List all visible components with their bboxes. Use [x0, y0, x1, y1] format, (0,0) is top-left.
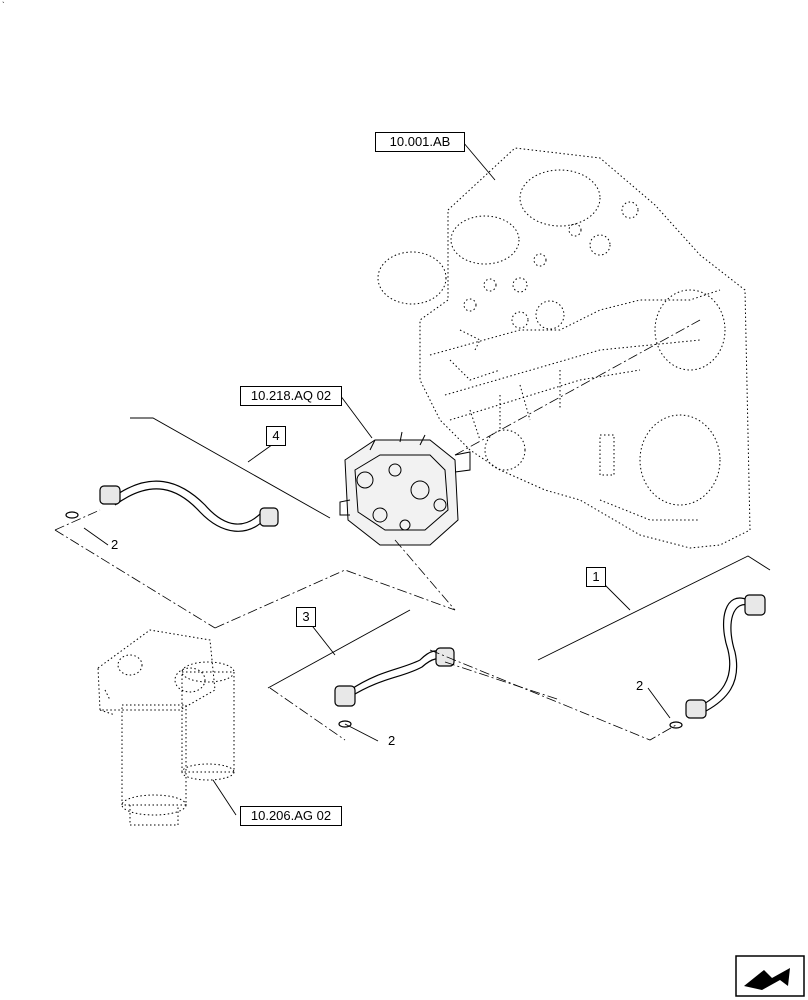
- washer-label-right[interactable]: 2: [636, 678, 644, 693]
- phantom-lines: [54, 319, 701, 741]
- next-page-arrow-icon[interactable]: [735, 955, 805, 997]
- engine-block-callout[interactable]: 10.001.AB: [375, 132, 465, 152]
- fuel-pipe-3: [334, 647, 455, 728]
- item-brackets: [130, 417, 771, 689]
- fuel-pipe-1: [669, 594, 766, 729]
- item-4-label[interactable]: 4: [266, 426, 286, 446]
- washer-label-center[interactable]: 2: [388, 733, 396, 748]
- item-1-label[interactable]: 1: [586, 567, 606, 587]
- injection-pump-callout[interactable]: 10.218.AQ 02: [240, 386, 342, 406]
- fuel-filter-assembly: [97, 629, 235, 826]
- item-3-label[interactable]: 3: [296, 607, 316, 627]
- washer-label-left[interactable]: 2: [111, 537, 119, 552]
- corner-mark: `: [2, 1, 5, 10]
- fuel-filter-callout[interactable]: 10.206.AG 02: [240, 806, 342, 826]
- engine-block: [377, 147, 751, 549]
- fuel-pipe-4: [65, 480, 279, 532]
- injection-pump: [339, 431, 471, 546]
